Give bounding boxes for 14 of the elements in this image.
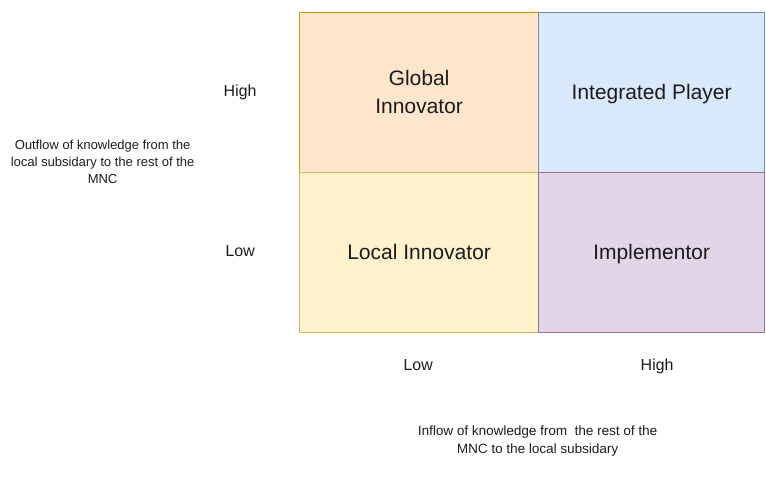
quadrant-label: Implementor [592, 240, 711, 266]
quadrant-label: Local Innovator [346, 240, 492, 266]
axis-tick-label: High [640, 356, 674, 376]
axis-tick-label: High [222, 82, 258, 102]
quadrant-label: Global Innovator [374, 66, 464, 120]
quadrant-label: Integrated Player [570, 80, 732, 106]
quadrant-cell [299, 172, 539, 333]
axis-title: Inflow of knowledge from the rest of the MNC to the local subsidary [416, 422, 658, 458]
quadrant-cell [538, 172, 765, 333]
axis-tick-label: Low [224, 242, 256, 262]
quadrant-cell [538, 12, 765, 173]
axis-title: Outflow of knowledge from the local subsidary to the rest of the MNC [10, 137, 196, 188]
axis-tick-label: Low [402, 356, 434, 376]
quadrant-cell [299, 12, 539, 173]
